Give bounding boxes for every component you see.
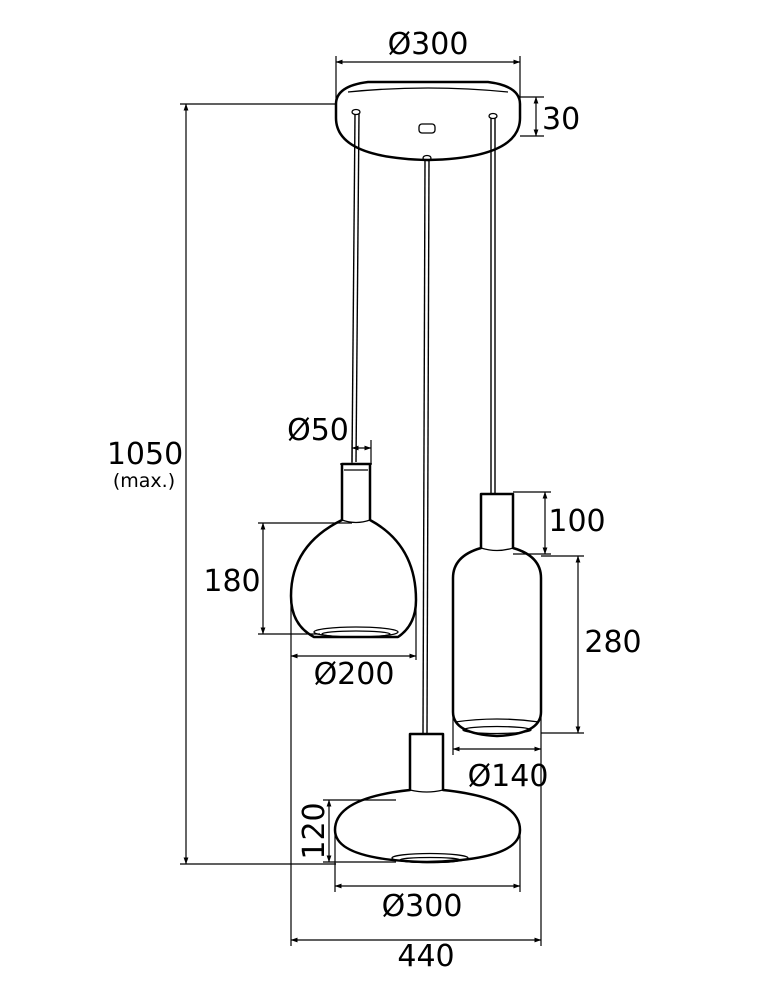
dome-diameter-label: Ø300 (382, 889, 463, 924)
canopy-height-label: 30 (542, 102, 580, 137)
globe-height-label: 180 (203, 564, 260, 599)
ceiling-canopy (334, 80, 522, 162)
cylinder-shade (451, 492, 543, 738)
cylinder-diameter-label: Ø140 (468, 759, 549, 794)
dome-shade (333, 732, 522, 864)
dimension-lines (183, 59, 581, 943)
dimension-labels: Ø300 30 1050 (max.) Ø50 180 Ø200 100 280… (107, 27, 642, 974)
canopy-diameter-label: Ø300 (388, 27, 469, 62)
globe-shade (289, 462, 418, 639)
total-height-note: (max.) (113, 470, 175, 492)
globe-diameter-label: Ø200 (314, 657, 395, 692)
extension-lines (180, 56, 584, 946)
cylinder-height-label: 280 (584, 625, 641, 660)
dome-height-label: 120 (297, 802, 332, 859)
overall-width-label: 440 (397, 939, 454, 974)
globe-neck-diameter-label: Ø50 (287, 413, 349, 448)
cylinder-neck-height-label: 100 (548, 504, 605, 539)
suspension-cables (351, 113, 496, 735)
total-height-label: 1050 (107, 437, 183, 472)
